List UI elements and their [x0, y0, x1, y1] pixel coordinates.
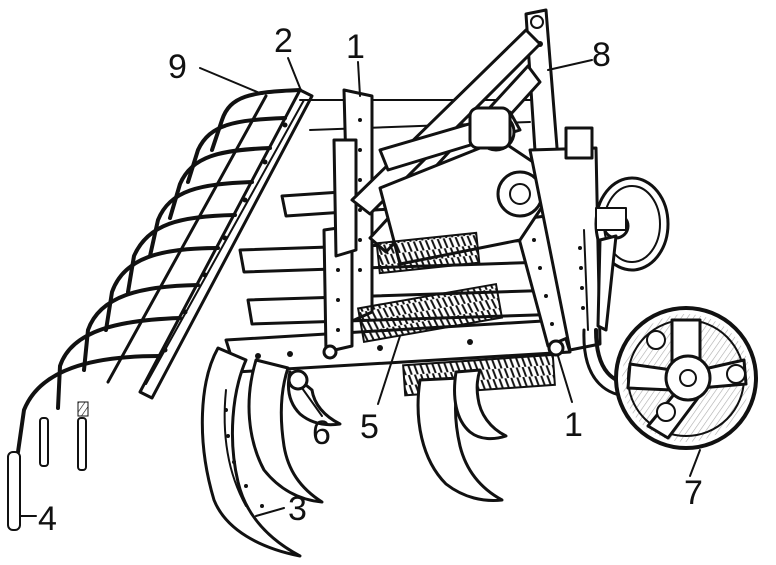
label-9: 9 [168, 48, 187, 86]
label-2: 2 [274, 22, 293, 60]
support-wheel-7 [582, 306, 758, 450]
label-3: 3 [288, 490, 307, 528]
part-labels: 9 2 1 8 5 6 1 3 4 7 [38, 22, 703, 538]
label-7: 7 [684, 474, 703, 512]
label-8: 8 [592, 36, 611, 74]
pivot-pin-6 [287, 339, 565, 391]
label-1-bottom: 1 [564, 406, 583, 444]
label-6: 6 [312, 414, 331, 452]
harrow-frame [106, 88, 314, 400]
cultivator-shanks-3 [200, 346, 508, 558]
label-5: 5 [360, 408, 379, 446]
label-1-top: 1 [346, 28, 365, 66]
crank-mechanism [378, 106, 602, 352]
leader-lines [19, 57, 701, 517]
harrow-tine-tips [7, 401, 89, 531]
harrow-tines [16, 88, 302, 454]
label-4: 4 [38, 500, 57, 538]
upper-wheel [594, 176, 670, 332]
